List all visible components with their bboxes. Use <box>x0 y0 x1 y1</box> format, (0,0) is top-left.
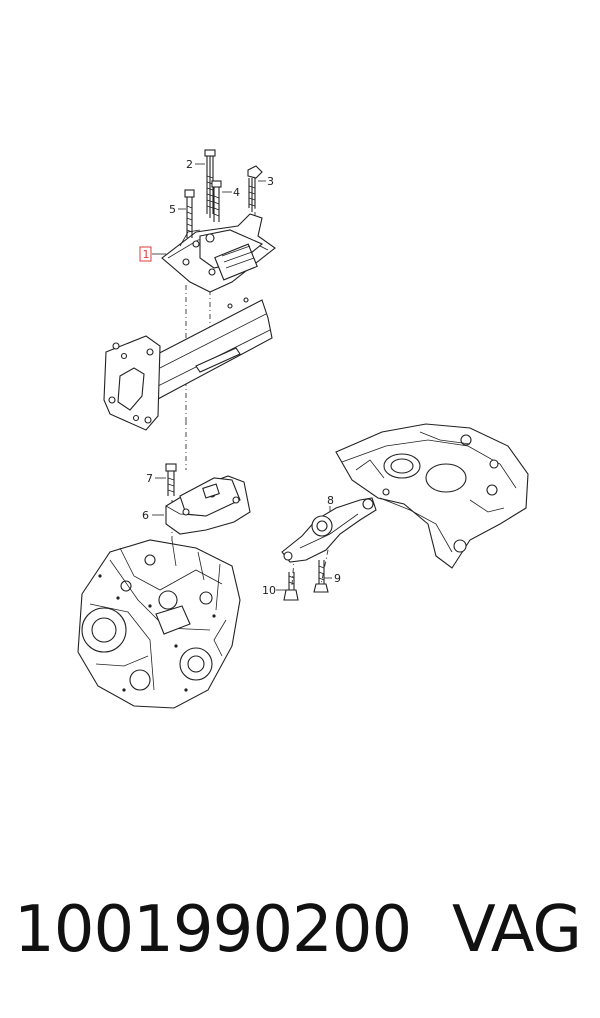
bolt-part-5 <box>184 189 195 238</box>
callout-1-highlight-box <box>139 246 152 262</box>
part-number-label: 1001990200 <box>14 893 412 967</box>
bolt-part-3 <box>247 165 263 212</box>
callout-4: 4 <box>233 186 240 199</box>
bolt-part-2 <box>204 149 216 218</box>
callout-6: 6 <box>142 509 149 522</box>
bolt-part-7 <box>165 463 177 496</box>
callout-10: 10 <box>262 584 276 597</box>
callout-7: 7 <box>146 472 153 485</box>
bolt-part-10 <box>283 572 299 601</box>
callout-9: 9 <box>334 572 341 585</box>
brand-label: VAG <box>452 893 582 967</box>
transmission-mount-part-1 <box>161 213 276 293</box>
callout-1: 1 <box>143 248 150 261</box>
callout-3: 3 <box>267 175 274 188</box>
gearbox-bracket-part-6 <box>165 475 251 535</box>
longitudinal-member <box>103 297 273 431</box>
bolt-part-9 <box>313 560 329 593</box>
subframe <box>335 423 529 569</box>
bolt-part-4 <box>211 180 222 222</box>
callout-2: 2 <box>186 158 193 171</box>
torque-rod-part-8 <box>281 497 377 563</box>
gearbox-housing <box>77 539 241 709</box>
leader-lines <box>152 163 332 591</box>
callout-labels: 1 2 3 4 5 6 7 8 9 10 <box>139 158 341 597</box>
callout-5: 5 <box>169 203 176 216</box>
callout-8: 8 <box>327 494 334 507</box>
